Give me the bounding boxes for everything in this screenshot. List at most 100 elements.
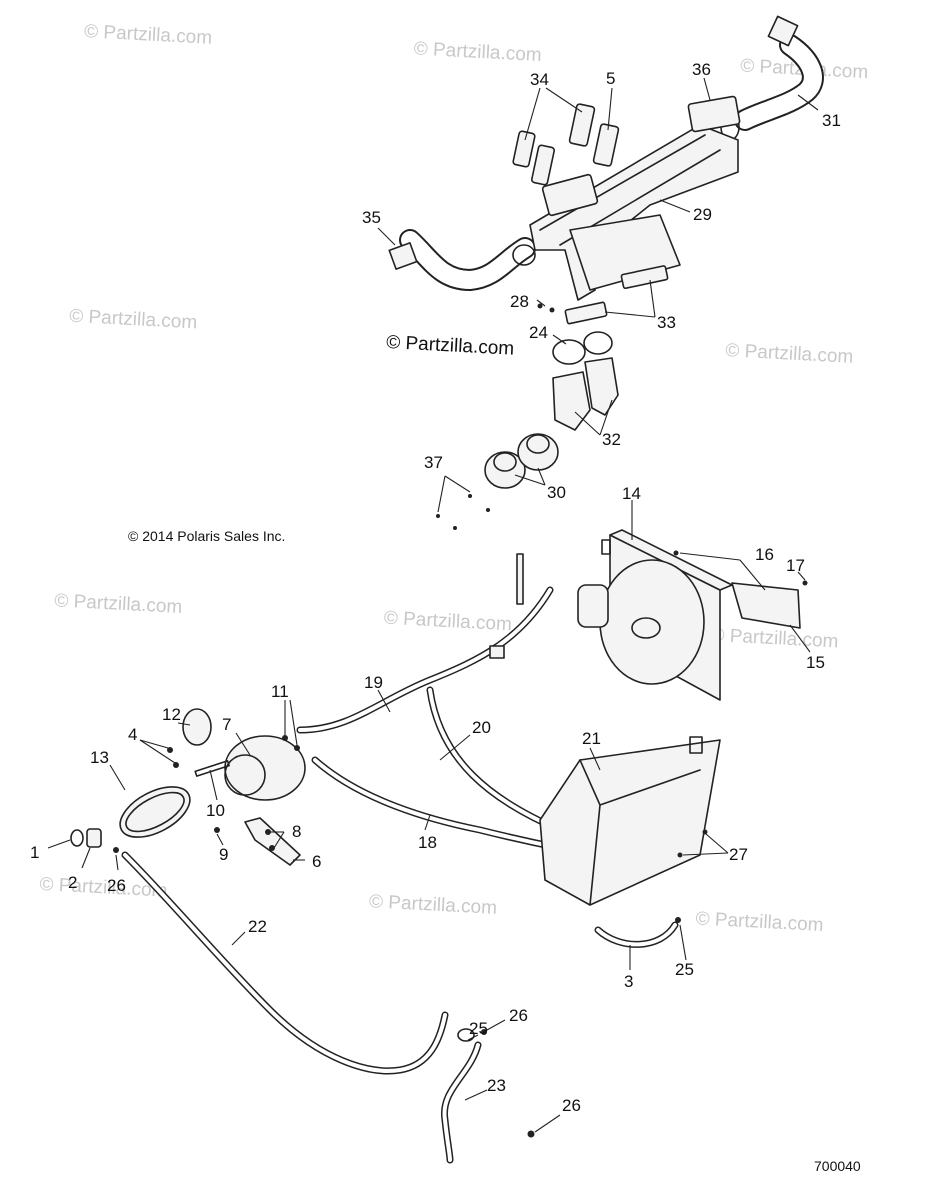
callout-37: 37 — [424, 453, 443, 472]
clip-26c — [527, 1130, 535, 1138]
upper-duct-assembly — [388, 15, 824, 530]
callout-32: 32 — [602, 430, 621, 449]
duct-end-left — [388, 242, 418, 270]
clamp-25b — [675, 917, 681, 923]
watermark: © Partzilla.com — [383, 608, 512, 636]
vent-outlet-center — [541, 173, 599, 217]
leader-lines — [47, 77, 819, 1133]
callout-10: 10 — [206, 801, 225, 820]
fitting-2 — [86, 828, 102, 848]
callout-26: 26 — [107, 876, 126, 895]
callout-33: 33 — [657, 313, 676, 332]
callout-5: 5 — [606, 69, 615, 88]
gasket-33b — [620, 265, 669, 290]
compressor-assembly — [70, 708, 306, 866]
screw-27b — [702, 829, 708, 835]
bolt-9 — [214, 827, 220, 833]
bolt-4b — [173, 762, 179, 768]
duct-end-right — [767, 15, 799, 47]
clamp-ring-24a — [552, 339, 586, 365]
bolt-10 — [194, 760, 230, 777]
outlet-adapter-30b — [517, 433, 559, 471]
callout-2: 2 — [68, 873, 77, 892]
callout-15: 15 — [806, 653, 825, 672]
screw-17 — [802, 580, 808, 586]
callout-3: 3 — [624, 972, 633, 991]
evaporator-housing — [539, 739, 721, 906]
clamp-ring-24b — [583, 331, 613, 355]
callout-16: 16 — [755, 545, 774, 564]
callout-28: 28 — [510, 292, 529, 311]
clamp-25 — [457, 1028, 475, 1042]
elbow-duct-32b — [584, 357, 619, 416]
center-watermark: © Partzilla.com — [386, 332, 515, 360]
screw-37c — [468, 494, 472, 498]
callout-27: 27 — [729, 845, 748, 864]
callout-20: 20 — [472, 718, 491, 737]
callout-12: 12 — [162, 705, 181, 724]
pressure-switch-line — [516, 553, 524, 605]
callout-19: 19 — [364, 673, 383, 692]
callout-18: 18 — [418, 833, 437, 852]
bolt-8b — [269, 845, 275, 851]
mount-bracket — [731, 582, 801, 629]
screw-37a — [436, 514, 440, 518]
screw-37b — [453, 526, 457, 530]
watermark: © Partzilla.com — [413, 38, 542, 66]
screw-16 — [673, 550, 679, 556]
vent-frame-5b — [592, 123, 620, 167]
figure-number: 700040 — [814, 1158, 861, 1174]
callout-21: 21 — [582, 729, 601, 748]
callout-30: 30 — [547, 483, 566, 502]
drain-hose-3 — [594, 921, 679, 948]
clip-26 — [113, 847, 119, 853]
copyright-notice: © 2014 Polaris Sales Inc. — [128, 528, 285, 544]
callout-36: 36 — [692, 60, 711, 79]
receiver-drier — [577, 584, 609, 628]
o-ring-1 — [70, 829, 84, 847]
drive-belt — [119, 786, 191, 838]
callout-31: 31 — [822, 111, 841, 130]
line-20 — [426, 686, 564, 834]
vent-louver-34b — [568, 103, 596, 147]
callout-26: 26 — [562, 1096, 581, 1115]
pulley — [182, 708, 212, 746]
callout-35: 35 — [362, 208, 381, 227]
callout-17: 17 — [786, 556, 805, 575]
screw-37d — [486, 508, 490, 512]
callout-6: 6 — [312, 852, 321, 871]
elbow-duct-32a — [552, 371, 591, 431]
drain-hose-22 — [121, 851, 449, 1075]
callout-14: 14 — [622, 484, 641, 503]
callout-24: 24 — [529, 323, 548, 342]
callout-29: 29 — [693, 205, 712, 224]
bolt-11b — [294, 745, 300, 751]
outlet-adapter-30a — [484, 451, 526, 489]
ac-compressor — [224, 735, 306, 801]
watermark: © Partzilla.com — [710, 625, 839, 653]
screw-28a — [537, 303, 543, 309]
callout-9: 9 — [219, 845, 228, 864]
refrigerant-lines — [296, 553, 564, 852]
line-18 — [311, 756, 564, 852]
callout-13: 13 — [90, 748, 109, 767]
gasket-33a — [564, 301, 608, 325]
screw-28b — [549, 307, 555, 313]
watermark: © Partzilla.com — [369, 891, 498, 919]
drain-hoses — [121, 851, 681, 1164]
watermarks: © Partzilla.com © Partzilla.com © Partzi… — [39, 21, 869, 936]
vent-outlet-36 — [687, 95, 741, 133]
callout-1: 1 — [30, 843, 39, 862]
watermark: © Partzilla.com — [54, 590, 183, 618]
condenser-assembly — [577, 529, 808, 701]
line-clip — [489, 645, 505, 659]
callout-11: 11 — [271, 682, 289, 701]
callout-34: 34 — [530, 70, 549, 89]
clip-26b — [481, 1029, 487, 1035]
callout-25: 25 — [469, 1019, 488, 1038]
vent-louver-34a — [512, 130, 536, 168]
watermark: © Partzilla.com — [695, 908, 824, 936]
callout-22: 22 — [248, 917, 267, 936]
callout-numbers: 34 5 36 31 35 29 28 33 24 32 37 30 14 16… — [30, 60, 841, 1115]
